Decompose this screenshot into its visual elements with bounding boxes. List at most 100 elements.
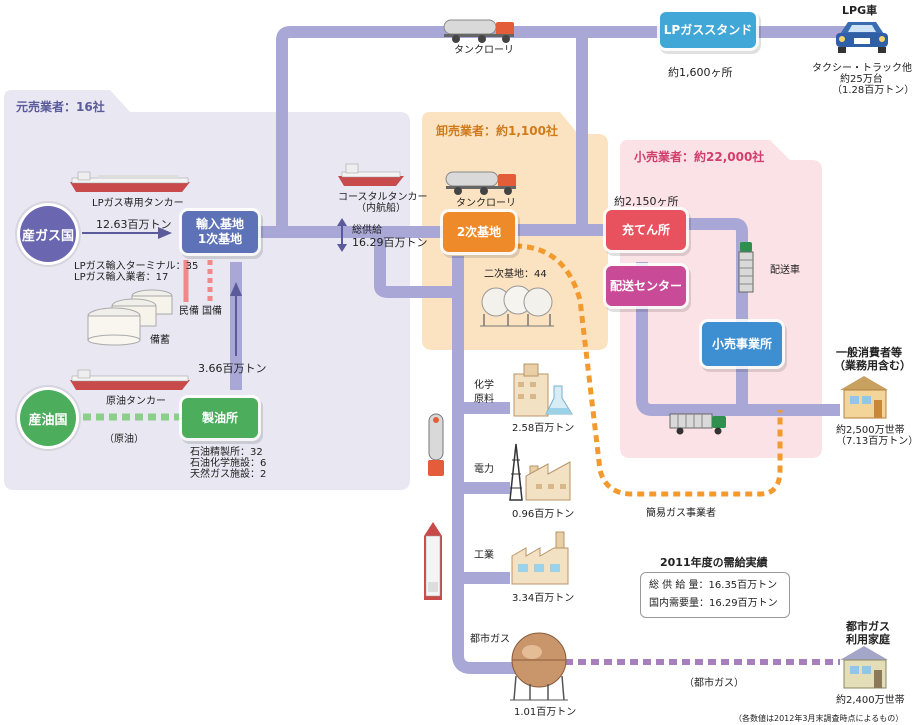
filling-station-node: 充てん所 — [606, 210, 686, 250]
import-arrow — [158, 227, 172, 239]
lpg-car-detail1: タクシー・トラック他 — [812, 63, 912, 74]
total-supply-label: 総供給 — [352, 225, 382, 236]
city-gas-house-icon — [840, 646, 888, 689]
city-gas-home-title2: 利用家庭 — [846, 633, 890, 646]
coastal-tanker-label: コースタルタンカー — [338, 192, 428, 203]
secondary-base-label: 2次基地 — [456, 224, 502, 239]
tank-car-vertical-icon — [428, 413, 444, 476]
refinery-node: 製油所 — [182, 398, 258, 438]
crude-tanker-label: 原油タンカー — [106, 396, 166, 407]
lpg-tanker-label: LPガス専用タンカー — [92, 198, 184, 209]
lpg-car-detail2: 約25万台 — [840, 74, 883, 85]
wholesale-title: 卸売業者：約1,100社 — [436, 124, 558, 138]
refinery-label: 製油所 — [201, 410, 238, 425]
refinery-up-arrow — [230, 282, 242, 296]
oil-country-label: 産油国 — [28, 412, 68, 428]
storage-tanks-icon — [87, 289, 173, 346]
industry-chem-name1: 化学 — [474, 380, 494, 391]
secondary-count: 二次基地：44 — [484, 269, 547, 280]
delivery-truck-vertical-icon — [738, 242, 754, 293]
lpg-stand-label: LPガススタンド — [663, 22, 753, 37]
import-volume: 12.63百万トン — [96, 218, 172, 231]
crude-label: （原油） — [104, 434, 144, 445]
city-gas-volume: 1.01百万トン — [514, 707, 577, 718]
lpg-stand-count: 約1,600ヶ所 — [668, 66, 733, 79]
national-stock-label: 国備 — [202, 306, 222, 317]
import-base-node: 輸入基地 1次基地 — [182, 211, 258, 253]
tank-lorry-top-icon — [443, 19, 514, 43]
lpg-car-icon — [836, 22, 888, 53]
city-gas-households: 約2,400万世帯 — [836, 695, 905, 706]
power-plant-icon — [509, 443, 571, 501]
industry-factory-name: 工業 — [474, 550, 494, 561]
tank-lorry-mid-icon — [445, 171, 516, 195]
consumers-title2: （業務用含む） — [834, 359, 911, 372]
industry-power-name: 電力 — [474, 464, 494, 475]
ship-vertical-icon — [424, 522, 442, 600]
industry-chem-name2: 原料 — [474, 394, 494, 405]
refinery-facility-1: 石油精製所：32 — [190, 447, 263, 458]
stockpile-label: 備蓄 — [150, 335, 170, 346]
lpg-stand-node: LPガススタンド — [660, 12, 756, 48]
footnote: （各数値は2012年3月末調査時点によるもの） — [734, 714, 904, 723]
city-gas-pipe-label: （都市ガス） — [684, 678, 744, 689]
consumers-title1: 一般消費者等 — [836, 346, 902, 359]
lpg-car-title: LPG車 — [842, 4, 878, 17]
tank-lorry-mid-label: タンクローリ — [456, 198, 516, 209]
delivery-truck-horizontal-icon — [669, 413, 726, 435]
simple-gas-label: 簡易ガス事業者 — [646, 508, 716, 519]
summary-domestic-demand: 国内需要量：16.29百万トン — [649, 598, 778, 609]
simple-gas-dashed-line — [514, 243, 783, 497]
distribution-center-node: 配送センター — [606, 266, 686, 306]
gas-country-label: 産ガス国 — [21, 228, 74, 244]
chemical-plant-icon — [513, 363, 573, 417]
retail-office-node: 小売事業所 — [702, 322, 782, 366]
factory-icon — [511, 531, 569, 585]
coastal-tanker-icon — [338, 163, 404, 186]
pipe-top — [276, 26, 860, 232]
crude-tanker-icon — [70, 369, 190, 390]
secondary-base-node: 2次基地 — [443, 212, 515, 252]
importer-count: LPガス輸入業者：17 — [74, 272, 169, 283]
distribution-center-label: 配送センター — [609, 278, 682, 293]
total-supply-arrow — [337, 218, 347, 252]
gas-holder-icon — [510, 632, 568, 701]
retail-office-label: 小売事業所 — [711, 336, 772, 351]
delivery-truck-label: 配送車 — [770, 265, 800, 276]
filling-count: 約2,150ヶ所 — [614, 195, 679, 208]
summary-total-supply: 総 供 給 量：16.35百万トン — [649, 580, 778, 591]
gas-country-node: 産ガス国 — [20, 206, 76, 262]
coastal-tanker-sub: （内航船） — [356, 203, 406, 214]
origin-sellers-title: 元売業者：16社 — [16, 100, 105, 114]
industry-power-volume: 0.96百万トン — [512, 509, 575, 520]
private-stock-label: 民備 — [179, 306, 199, 317]
oil-country-node: 産油国 — [20, 390, 76, 446]
industry-factory-volume: 3.34百万トン — [512, 593, 575, 604]
filling-station-label: 充てん所 — [621, 222, 670, 237]
retail-title: 小売業者：約22,000社 — [634, 150, 765, 164]
spherical-tanks-icon — [480, 285, 554, 327]
summary-box: 総 供 給 量：16.35百万トン 国内需要量：16.29百万トン — [640, 572, 790, 618]
import-base-line1: 輸入基地 — [195, 217, 244, 231]
refinery-facility-2: 石油化学施設：6 — [190, 458, 267, 469]
pipe-retail-left — [636, 262, 840, 416]
lpg-car-detail3: （1.28百万トン） — [832, 85, 915, 96]
import-base-line2: 1次基地 — [197, 232, 243, 246]
city-gas-label: 都市ガス — [470, 634, 510, 645]
refinery-volume: 3.66百万トン — [198, 362, 267, 375]
consumer-house-icon — [840, 376, 888, 419]
summary-title: 2011年度の需給実績 — [660, 556, 768, 569]
consumer-households: 約2,500万世帯 — [836, 425, 905, 436]
total-supply-value: 16.29百万トン — [352, 236, 428, 249]
refinery-facility-3: 天然ガス施設：2 — [190, 469, 267, 480]
city-gas-home-title1: 都市ガス — [846, 620, 890, 633]
tank-lorry-top-label: タンクローリ — [454, 45, 514, 56]
lpg-tanker-icon — [70, 171, 190, 192]
pipe-trunk — [452, 256, 520, 674]
terminal-count: LPガス輸入ターミナル：35 — [74, 261, 199, 272]
pipe-coastal-loop — [374, 232, 455, 298]
pipe-retail-right — [685, 218, 748, 410]
industry-chem-volume: 2.58百万トン — [512, 423, 575, 434]
consumer-volume: （7.13百万トン） — [836, 436, 918, 447]
